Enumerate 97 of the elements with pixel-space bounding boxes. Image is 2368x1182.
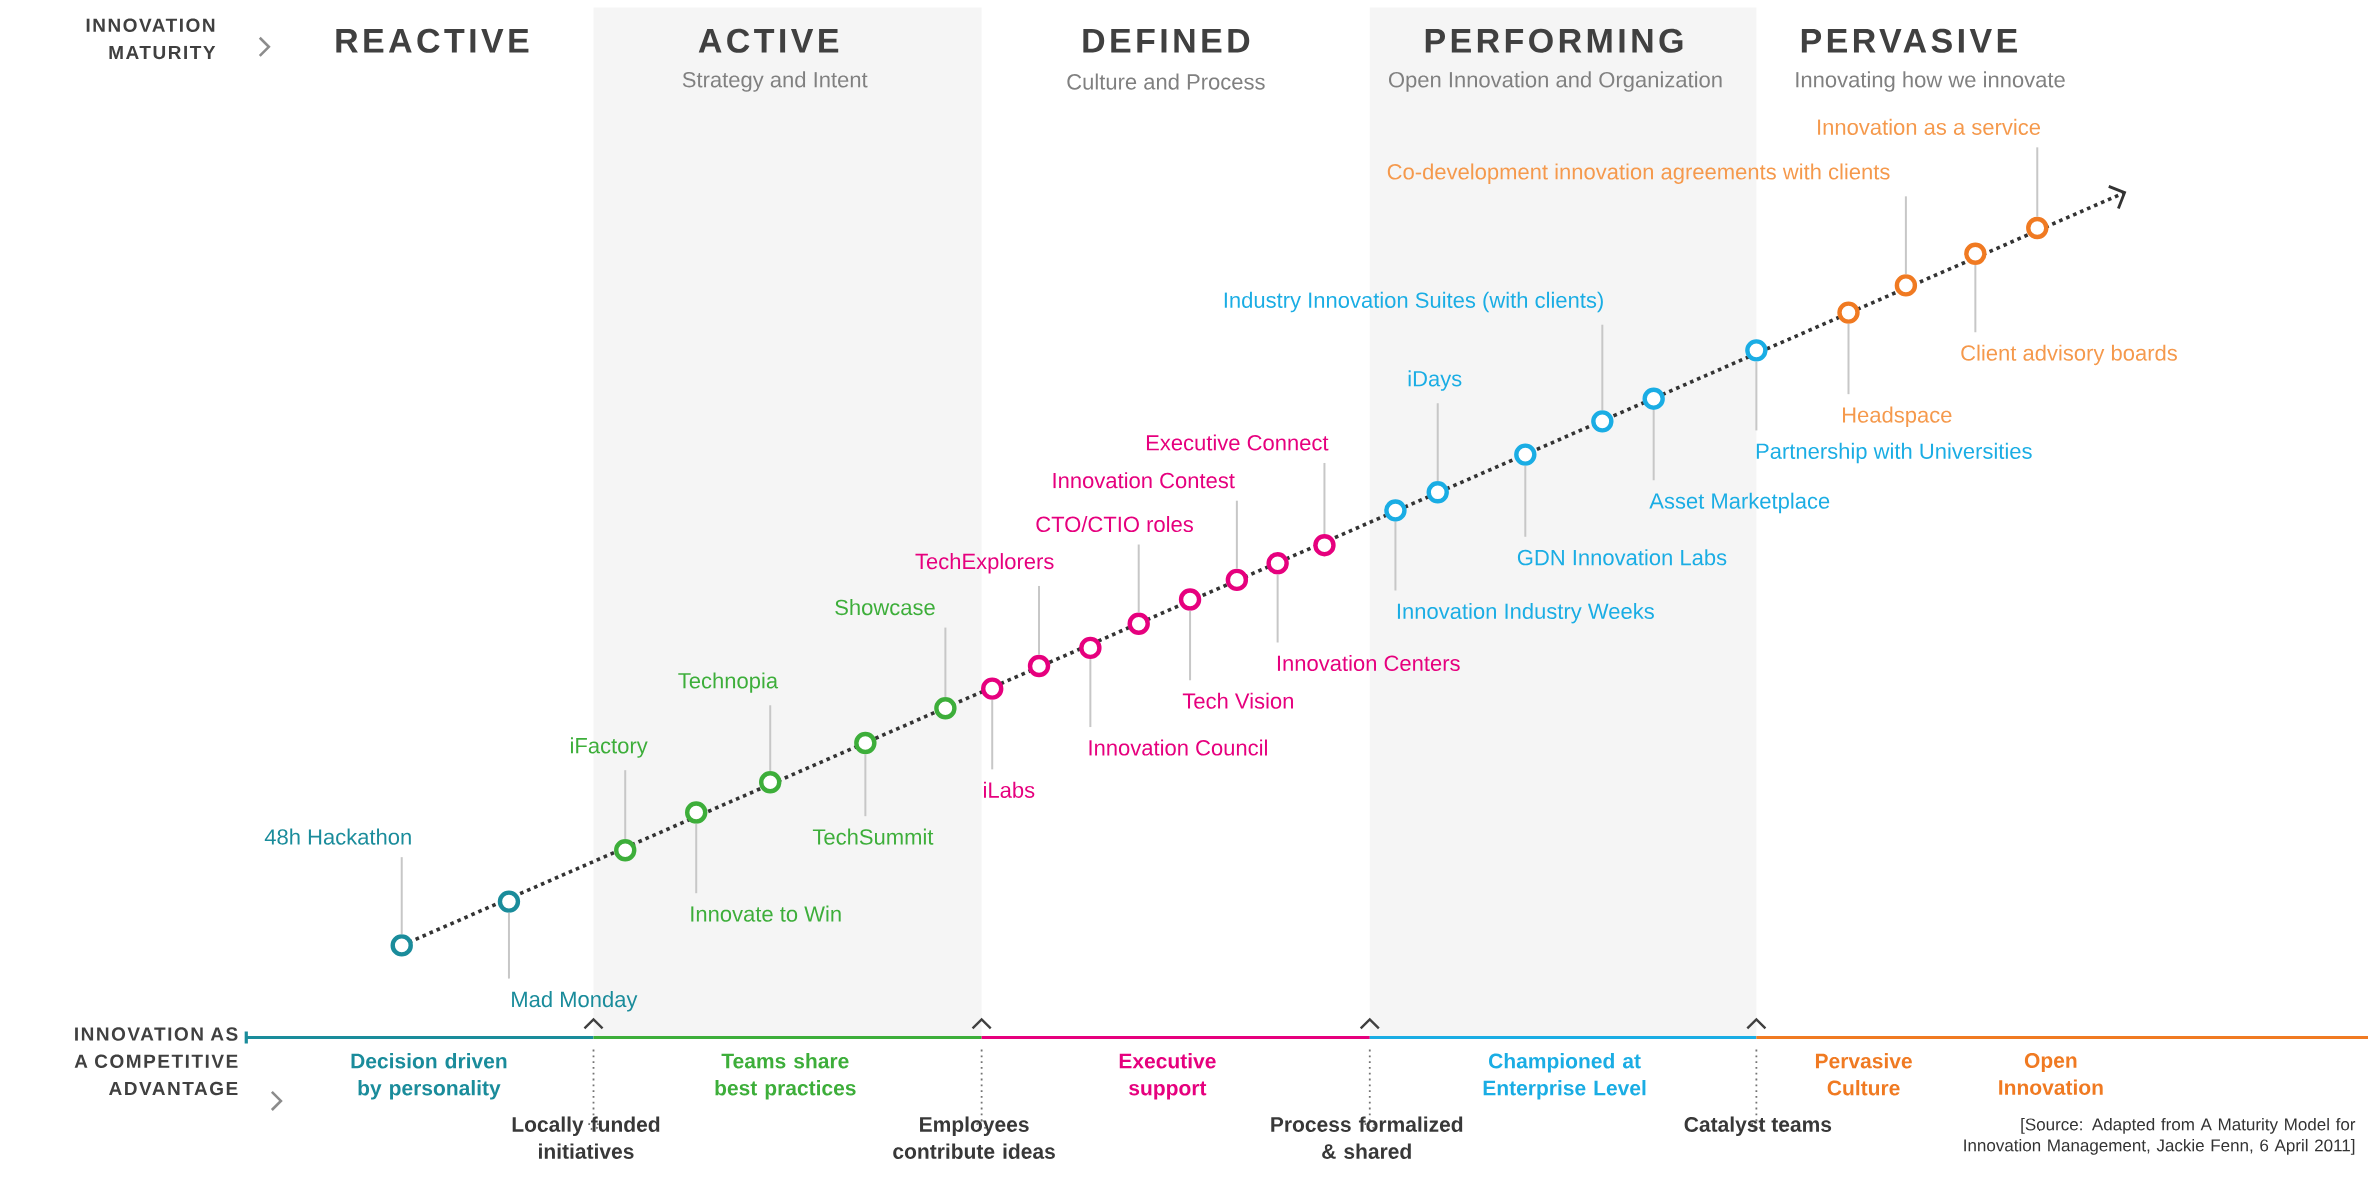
- milestone-dot: [981, 677, 1004, 700]
- leader-line: [1847, 322, 1850, 395]
- milestone-dot: [1591, 409, 1614, 433]
- side-heading: INNOVATION AS A COMPETITIVE ADVANTAGE: [74, 1027, 238, 1095]
- milestone-label: CTO/CTIO roles: [1036, 515, 1193, 532]
- leader-line: [864, 753, 867, 817]
- milestone-label: Innovation Council: [1089, 739, 1267, 756]
- milestone-dot: [1225, 568, 1249, 591]
- leader-line: [695, 822, 698, 894]
- leader-line: [1089, 657, 1092, 728]
- leader-line: [991, 698, 994, 771]
- milestone-label: Headspace: [1843, 406, 1952, 427]
- leader-line: [1137, 543, 1140, 614]
- milestone-label: Innovate to Win: [691, 905, 841, 922]
- milestone-label: Technopia: [678, 672, 779, 693]
- milestone-dot: [390, 933, 413, 957]
- stage-label: Teams share best practices: [715, 1052, 856, 1100]
- leader-line: [1904, 195, 1907, 275]
- milestone-label: iLabs: [984, 781, 1035, 798]
- milestone-dot: [1642, 387, 1665, 410]
- side-heading: INNOVATION MATURITY: [86, 18, 216, 59]
- milestone-label: Mad Monday: [512, 990, 638, 1012]
- milestone-dot: [1027, 654, 1051, 677]
- leader-line: [1755, 360, 1758, 432]
- milestone-label: TechSummit: [812, 828, 934, 845]
- stage-label: Open Innovation: [1999, 1052, 2103, 1095]
- milestone-dot: [1745, 338, 1768, 362]
- phase-subtitle: Open Innovation and Organization: [1389, 71, 1722, 92]
- milestone-label: Innovation as a service: [1818, 118, 2041, 135]
- milestone-text: Locally funded initiatives: [512, 1116, 660, 1159]
- milestone-label: Executive Connect: [1146, 434, 1329, 451]
- milestone-dot: [497, 890, 521, 913]
- milestone-label: GDN Innovation Labs: [1517, 548, 1727, 566]
- milestone-dot: [685, 801, 708, 824]
- phase-heading: PERVASIVE: [1801, 28, 2017, 53]
- leader-line: [1436, 402, 1439, 482]
- milestone-dot: [1894, 274, 1918, 297]
- milestone-dot: [1426, 480, 1449, 504]
- milestone-dot: [854, 731, 877, 754]
- stage-label: Executive support: [1119, 1052, 1216, 1100]
- phase-subtitle: Culture and Process: [1067, 73, 1265, 90]
- leader-line: [1189, 609, 1192, 682]
- milestone-dot: [614, 838, 637, 862]
- leader-line: [624, 768, 627, 840]
- milestone-dot: [1514, 443, 1537, 466]
- stage-label: Championed at Enterprise Level: [1483, 1052, 1646, 1100]
- leader-line: [1394, 520, 1397, 592]
- milestone-label: Industry Innovation Suites (with clients): [1224, 291, 1603, 313]
- milestone-label: 48h Hackathon: [264, 828, 411, 845]
- leader-line: [1235, 499, 1238, 570]
- milestone-dot: [934, 696, 957, 720]
- leader-line: [1652, 408, 1655, 481]
- milestone-label: Asset Marketplace: [1649, 492, 1830, 513]
- leader-line: [944, 626, 947, 698]
- leader-line: [2036, 146, 2039, 218]
- leader-line: [769, 704, 772, 772]
- leader-line: [1601, 323, 1604, 411]
- leader-line: [1524, 464, 1527, 538]
- leader-line: [507, 911, 510, 980]
- milestone-dot: [1964, 242, 1987, 265]
- milestone-label: Co-development innovation agreements with clients: [1387, 163, 1890, 184]
- milestone-label: Innovation Industry Weeks: [1397, 602, 1654, 624]
- milestone-dot: [1079, 636, 1102, 659]
- milestone-label: Client advisory boards: [1961, 344, 2177, 365]
- milestone-dot: [1837, 301, 1860, 324]
- milestone-label: Showcase: [835, 598, 935, 615]
- milestone-dot: [1127, 612, 1150, 635]
- milestone-label: Tech Vision: [1182, 692, 1293, 709]
- milestone-label: iFactory: [571, 737, 648, 758]
- phase-heading: ACTIVE: [698, 28, 839, 53]
- phase-heading: PERFORMING: [1425, 28, 1683, 53]
- stage-label: Decision driven by personality: [351, 1052, 507, 1100]
- milestone-label: Innovation Contest: [1053, 471, 1235, 489]
- milestone-dot: [1178, 588, 1202, 611]
- milestone-text: Process formalized & shared: [1271, 1116, 1463, 1159]
- phase-subtitle: Strategy and Intent: [682, 71, 868, 92]
- milestone-label: Innovation Centers: [1277, 654, 1460, 671]
- milestone-dot: [1384, 499, 1407, 522]
- phase-heading: REACTIVE: [336, 28, 529, 53]
- milestone-label: Partnership with Universities: [1756, 442, 2032, 464]
- milestone-dot: [1266, 551, 1289, 575]
- milestone-dot: [1313, 533, 1336, 557]
- milestone-label: iDays: [1408, 370, 1462, 391]
- leader-line: [1323, 461, 1326, 535]
- leader-line: [400, 855, 403, 935]
- phase-subtitle: Innovating how we innovate: [1796, 71, 2065, 92]
- milestone-dot: [2026, 216, 2049, 239]
- stage-label: Pervasive Culture: [1815, 1052, 1912, 1096]
- milestone-text: Employees contribute ideas: [893, 1116, 1055, 1159]
- leader-line: [1038, 584, 1041, 656]
- milestone-text: Catalyst teams: [1684, 1116, 1832, 1136]
- source-note: [Source: Adapted from A Maturity Model for Innovation Management, Jackie Fenn, 6 April 2011]: [1964, 1117, 2356, 1155]
- milestone-label: TechExplorers: [915, 552, 1054, 574]
- phase-heading: DEFINED: [1083, 28, 1250, 53]
- leader-line: [1276, 573, 1279, 644]
- leader-line: [1974, 263, 1977, 333]
- milestone-dot: [759, 770, 782, 794]
